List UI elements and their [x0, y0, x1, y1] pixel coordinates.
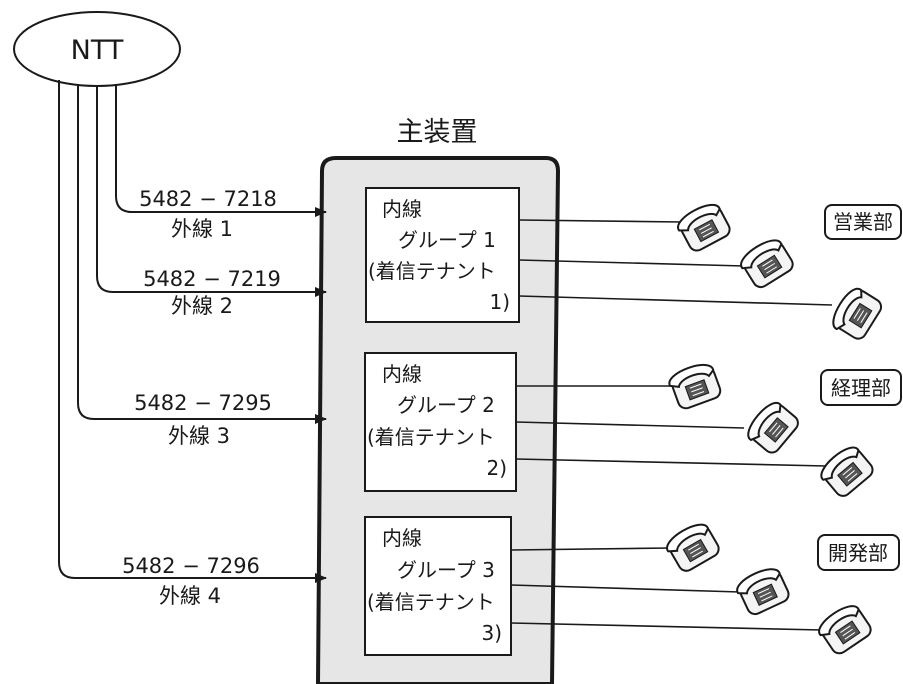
extension-group-2: 内線 グループ 2 (着信テナント 2) — [364, 352, 517, 492]
phone-icon — [661, 518, 723, 576]
outside-line-1: 5482 − 7218 外線 1 — [115, 84, 327, 241]
main-unit-title: 主装置 — [397, 117, 478, 148]
group-1-line4: 1) — [489, 290, 510, 314]
line-1-name: 外線 1 — [171, 217, 233, 241]
group-3-line2: グループ 3 — [397, 558, 495, 582]
line-4-number: 5482 − 7296 — [122, 554, 260, 578]
extension-group-3: 内線 グループ 3 (着信テナント 3) — [364, 516, 512, 656]
department-1-name: 営業部 — [833, 210, 893, 234]
ntt-node: NTT — [13, 11, 181, 87]
ntt-label: NTT — [71, 35, 124, 66]
group-3-line3: (着信テナント — [367, 590, 495, 614]
line-1-number: 5482 − 7218 — [139, 187, 277, 211]
department-label-1: 営業部 — [824, 204, 902, 240]
extension-wires — [510, 219, 833, 631]
outside-line-3: 5482 − 7295 外線 3 — [77, 84, 327, 448]
department-label-2: 経理部 — [820, 369, 902, 406]
phone-icon — [741, 396, 803, 459]
phone-icon — [815, 441, 877, 502]
group-1-line3: (着信テナント — [368, 259, 496, 283]
phone-icon — [826, 283, 886, 345]
group-1-line1: 内線 — [382, 197, 422, 221]
group-2-line2: グループ 2 — [397, 393, 495, 417]
group-2-line4: 2) — [486, 456, 507, 480]
phone-icon — [813, 599, 875, 659]
phone-icon — [732, 563, 793, 619]
outside-line-2: 5482 − 7219 外線 2 — [96, 86, 327, 318]
phone-icon — [673, 198, 734, 256]
line-2-name: 外線 2 — [171, 294, 233, 318]
group-1-line2: グループ 1 — [398, 228, 496, 252]
department-3-name: 開発部 — [828, 541, 888, 565]
line-4-name: 外線 4 — [159, 584, 221, 608]
group-3-line4: 3) — [481, 621, 502, 645]
department-2-name: 経理部 — [831, 376, 891, 400]
line-3-name: 外線 3 — [168, 424, 230, 448]
group-3-line1: 内線 — [382, 526, 422, 550]
line-3-number: 5482 − 7295 — [134, 391, 272, 415]
outside-line-4: 5482 − 7296 外線 4 — [58, 80, 327, 608]
phone-icon — [735, 233, 797, 293]
phone-icon — [665, 359, 724, 413]
group-2-line1: 内線 — [382, 362, 422, 386]
group-2-line3: (着信テナント — [367, 425, 495, 449]
line-2-number: 5482 − 7219 — [143, 267, 281, 291]
extension-group-1: 内線 グループ 1 (着信テナント 1) — [365, 187, 520, 323]
department-label-3: 開発部 — [817, 534, 900, 571]
